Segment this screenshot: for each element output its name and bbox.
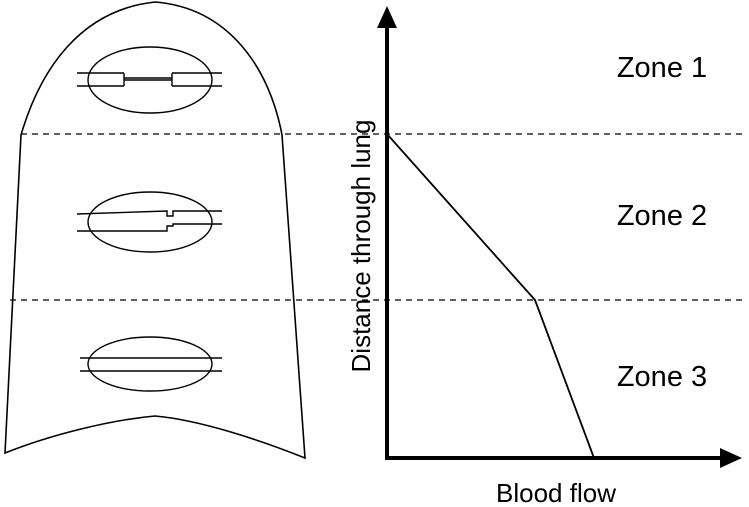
alveolus-ellipse (87, 336, 213, 392)
zone-2-label: Zone 2 (617, 200, 707, 232)
capillary-wall-top (76, 210, 222, 217)
zone-2-alveolus (76, 191, 222, 253)
x-axis-label: Blood flow (496, 478, 616, 507)
x-axis-arrowhead (720, 448, 742, 468)
zone-3-label: Zone 3 (617, 361, 707, 393)
zone-1-alveolus (77, 46, 222, 114)
lung-outline (4, 1, 306, 460)
alveolus-ellipse (87, 46, 213, 114)
zone-1-label: Zone 1 (617, 52, 707, 84)
y-axis-arrowhead (377, 6, 397, 28)
alveolus-ellipse (87, 191, 213, 253)
zone-3-alveolus (80, 336, 222, 392)
y-axis-label: Distance through lung (346, 120, 376, 373)
capillary-wall-bottom (77, 223, 222, 232)
blood-flow-line (386, 133, 595, 459)
